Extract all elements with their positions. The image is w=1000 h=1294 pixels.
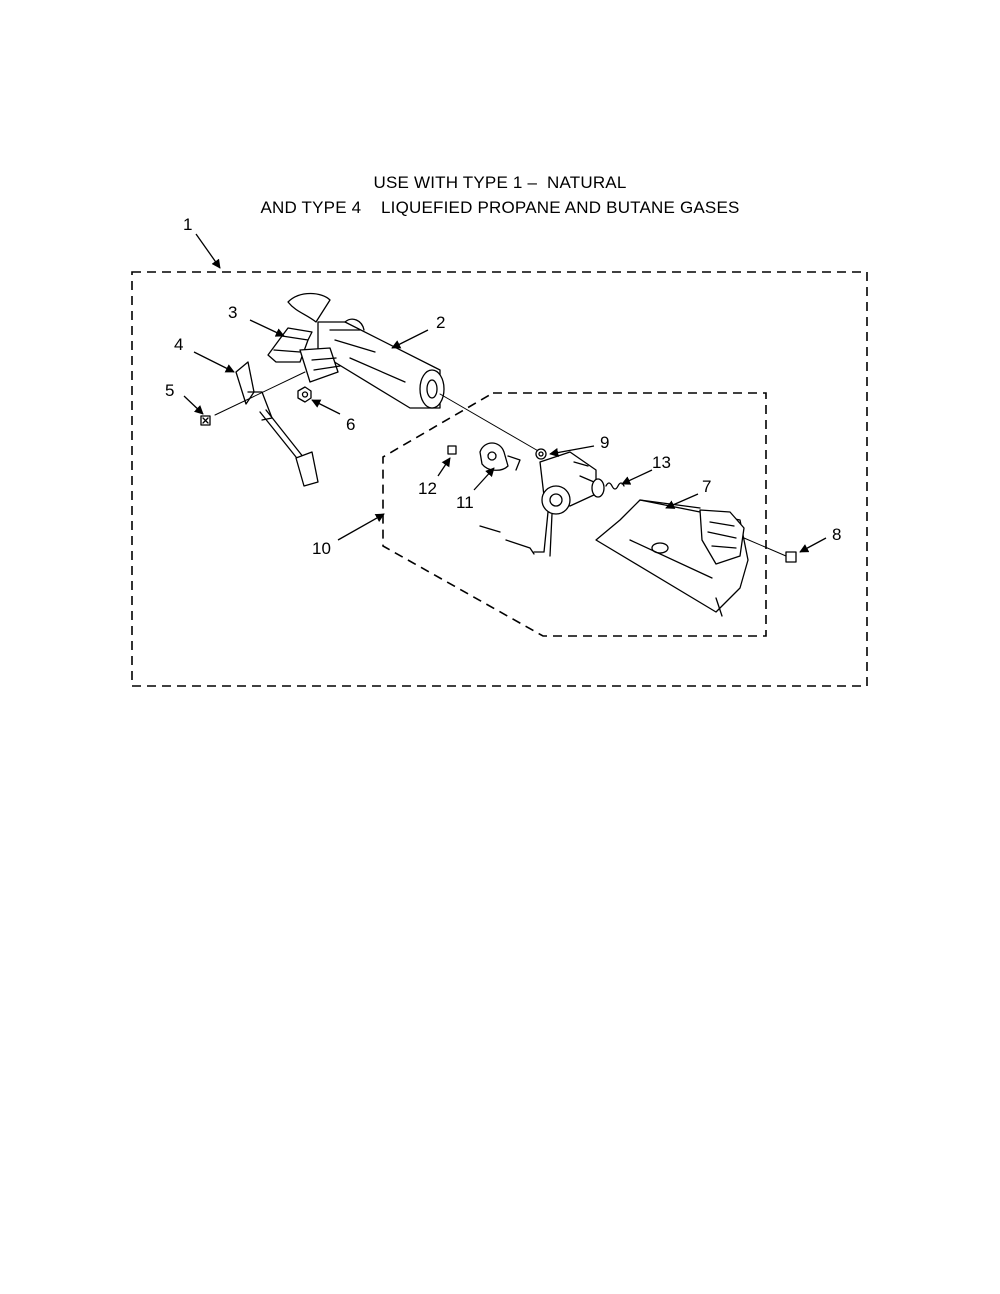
leader-9 bbox=[549, 445, 595, 458]
diagram-heading-line-2: AND TYPE 4 LIQUEFIED PROPANE AND BUTANE … bbox=[260, 198, 740, 217]
leader-3 bbox=[249, 319, 285, 337]
callout-11: 11 bbox=[456, 493, 474, 512]
leader-7 bbox=[665, 493, 699, 509]
orifice-part-9 bbox=[535, 448, 547, 460]
callout-9: 9 bbox=[600, 433, 609, 452]
callout-10: 10 bbox=[312, 539, 331, 558]
screw-part-8 bbox=[743, 537, 797, 563]
callout-6: 6 bbox=[346, 415, 355, 434]
callout-7: 7 bbox=[702, 477, 711, 496]
callout-8: 8 bbox=[832, 525, 841, 544]
leader-5 bbox=[183, 395, 204, 415]
leader-8 bbox=[799, 537, 827, 553]
callout-5: 5 bbox=[165, 381, 174, 400]
callout-13: 13 bbox=[652, 453, 671, 472]
callout-4: 4 bbox=[174, 335, 183, 354]
leader-1 bbox=[195, 233, 221, 269]
air-shutter-part-3 bbox=[267, 327, 313, 363]
leader-11 bbox=[473, 467, 495, 491]
subassembly-10-boundary bbox=[382, 392, 767, 637]
spring-part-13 bbox=[591, 478, 625, 498]
clip-part-11 bbox=[479, 442, 521, 471]
bracket-part-4 bbox=[235, 347, 341, 487]
screw-part-5 bbox=[200, 415, 211, 426]
leader-12 bbox=[437, 457, 451, 477]
leader-4 bbox=[193, 351, 235, 373]
screw-part-12 bbox=[447, 445, 457, 455]
leader-2 bbox=[391, 329, 429, 349]
assembly-1-boundary bbox=[131, 271, 868, 687]
leader-10 bbox=[337, 513, 385, 541]
gas-valve-part-10 bbox=[479, 451, 597, 557]
callout-12: 12 bbox=[418, 479, 437, 498]
callout-2: 2 bbox=[436, 313, 445, 332]
leader-13 bbox=[621, 469, 653, 485]
assembly-axis-line bbox=[214, 371, 541, 453]
nut-part-6 bbox=[297, 386, 312, 403]
callout-3: 3 bbox=[228, 303, 237, 322]
callout-1: 1 bbox=[183, 215, 192, 234]
diagram-heading-line-1: USE WITH TYPE 1 – NATURAL bbox=[373, 173, 627, 192]
burner-bracket-part-7 bbox=[595, 499, 749, 617]
leader-6 bbox=[311, 399, 341, 415]
